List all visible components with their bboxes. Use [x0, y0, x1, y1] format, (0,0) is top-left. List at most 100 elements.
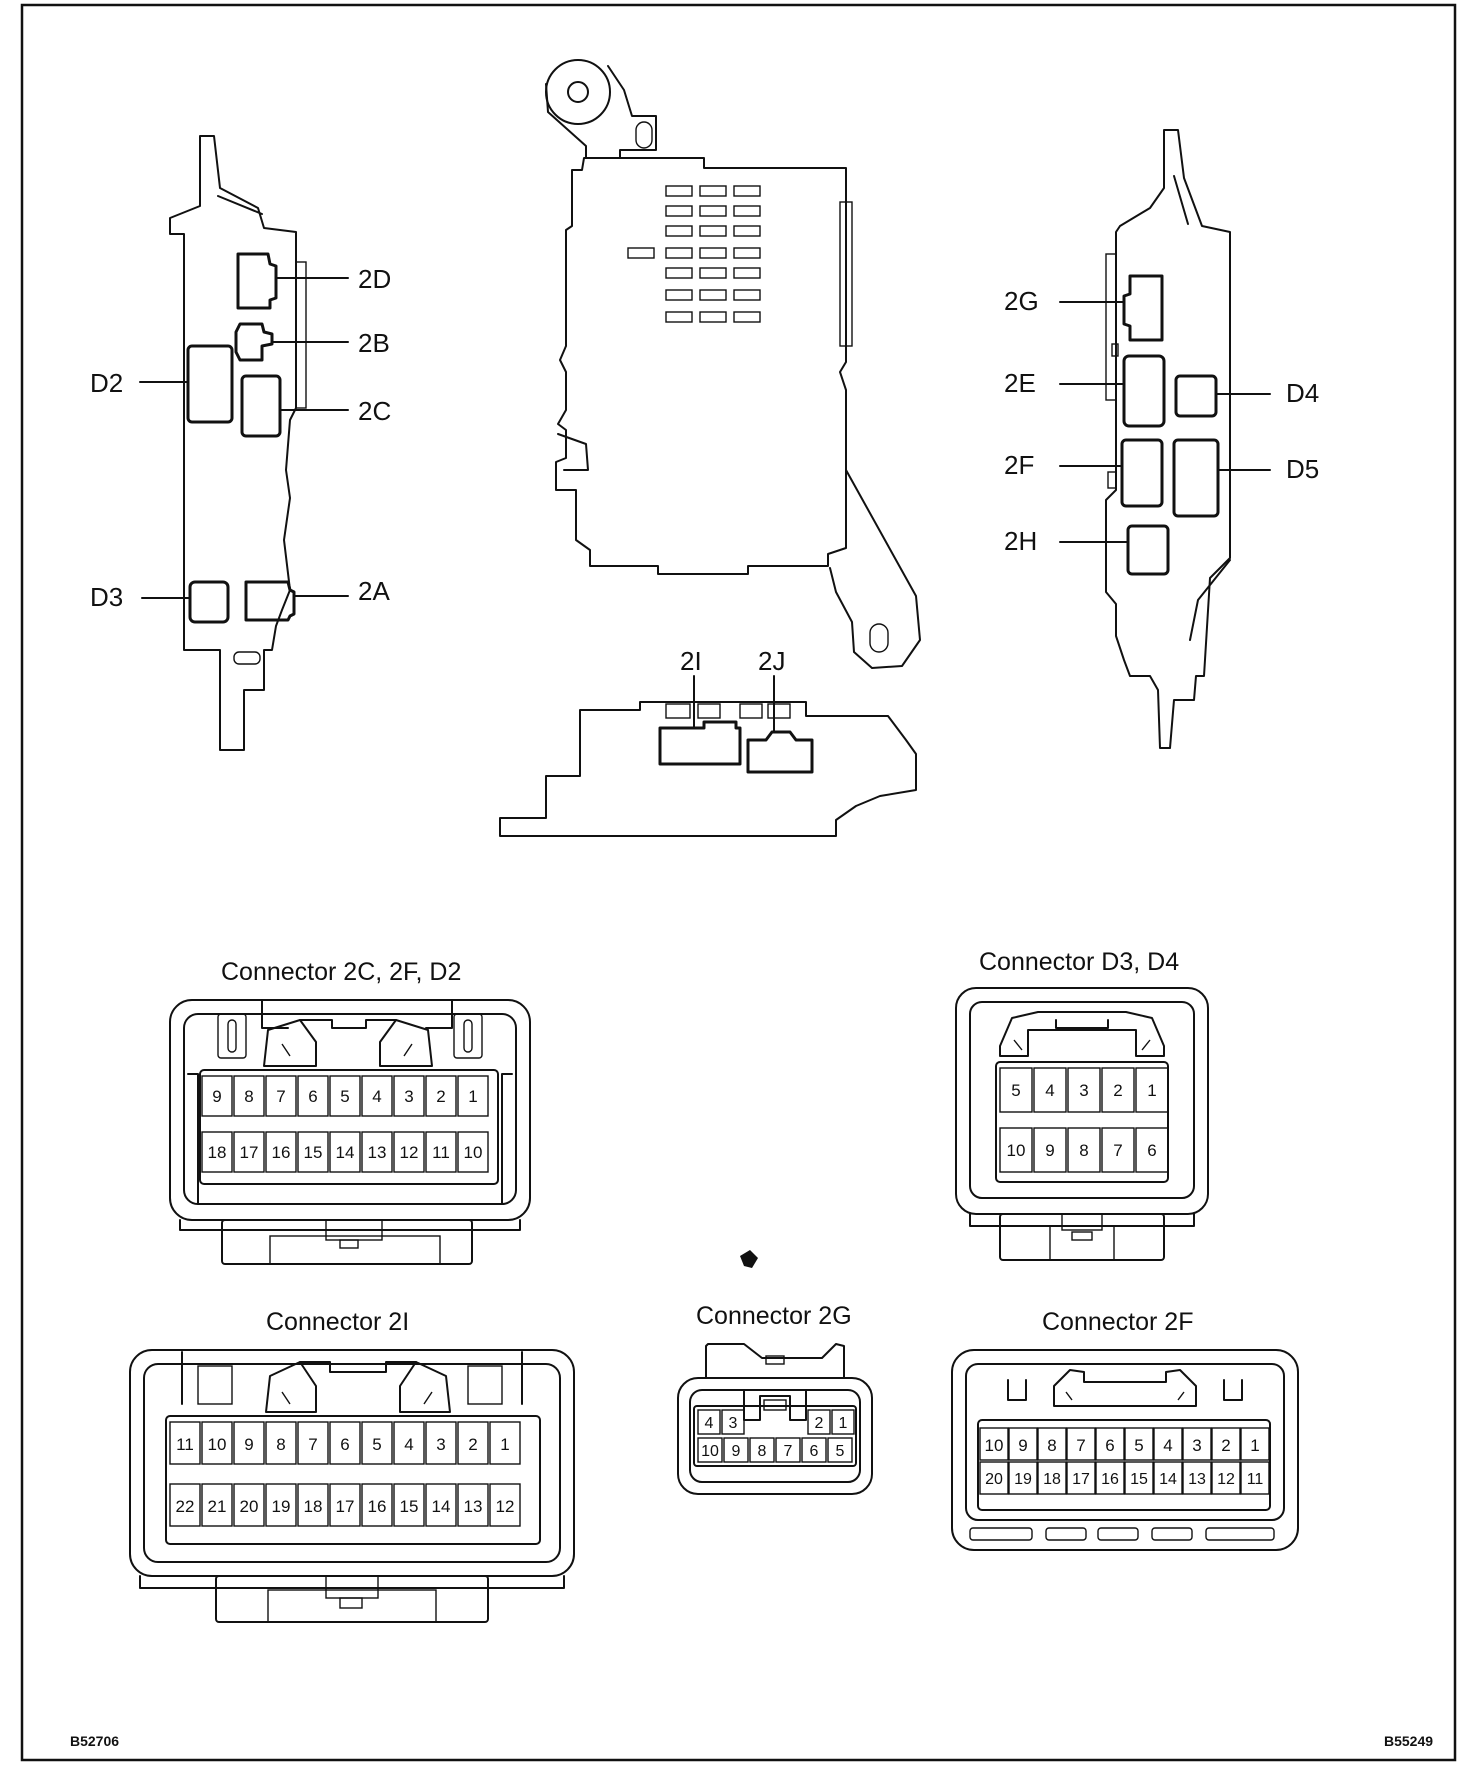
connector-title: Connector 2C, 2F, D2: [221, 958, 461, 986]
right-callouts: 2G 2E D4 2F D5 2H: [1004, 286, 1319, 556]
pin-label: 2: [436, 1087, 445, 1106]
pin-label: 10: [701, 1443, 719, 1460]
pin-label: 5: [372, 1435, 381, 1454]
pin-label: 19: [272, 1497, 291, 1516]
pin-label: 4: [372, 1087, 381, 1106]
pin-label: 8: [1047, 1436, 1056, 1455]
pin-label: 6: [810, 1443, 819, 1460]
pin-label: 15: [400, 1497, 419, 1516]
pin-label: 4: [1045, 1081, 1054, 1100]
pin-label: 15: [1130, 1471, 1148, 1488]
pin-label: 18: [1043, 1471, 1061, 1488]
pin-row-lower: 22 21 20 19 18 17 16 15 14 13 12: [169, 1483, 521, 1527]
pin-label: 1: [1147, 1081, 1156, 1100]
callout-d3: D3: [90, 582, 123, 612]
pin-label: 10: [1007, 1141, 1026, 1160]
pin-label: 10: [464, 1143, 483, 1162]
callout-2j: 2J: [758, 646, 785, 676]
pin-label: 2: [468, 1435, 477, 1454]
pin-label: 17: [240, 1143, 259, 1162]
pin-row-upper: 4 3 2 1: [697, 1409, 855, 1435]
pin-label: 16: [368, 1497, 387, 1516]
pin-label: 5: [836, 1443, 845, 1460]
pin-label: 17: [336, 1497, 355, 1516]
callout-2i: 2I: [680, 646, 702, 676]
pin-label: 9: [732, 1443, 741, 1460]
callout-2f: 2F: [1004, 450, 1034, 480]
pin-label: 16: [1101, 1471, 1119, 1488]
pin-label: 9: [1018, 1436, 1027, 1455]
pin-row-upper: 9 8 7 6 5 4 3 2 1: [201, 1075, 489, 1117]
callout-2b: 2B: [358, 328, 390, 358]
callout-2d: 2D: [358, 264, 391, 294]
pin-label: 6: [1147, 1141, 1156, 1160]
pin-label: 2: [1221, 1436, 1230, 1455]
pin-label: 12: [496, 1497, 515, 1516]
pin-label: 12: [400, 1143, 419, 1162]
connector-2c-2f-d2: Connector 2C, 2F, D2 9 8 7 6 5 4 3 2 1: [169, 958, 531, 1265]
pin-label: 13: [464, 1497, 483, 1516]
pin-label: 3: [1079, 1081, 1088, 1100]
connector-d3-d4: Connector D3, D4 5 4 3 2 1 10 9 8 7 6: [955, 948, 1209, 1261]
pin-label: 18: [208, 1143, 227, 1162]
right-junction-view: [1059, 129, 1271, 749]
callout-2e: 2E: [1004, 368, 1036, 398]
pin-label: 13: [368, 1143, 387, 1162]
pin-row-lower: 10 9 8 7 6 5: [697, 1437, 853, 1463]
pin-label: 8: [244, 1087, 253, 1106]
pin-label: 9: [244, 1435, 253, 1454]
pin-label: 5: [1134, 1436, 1143, 1455]
connector-title: Connector 2G: [696, 1302, 852, 1330]
pin-label: 10: [208, 1435, 227, 1454]
pin-label: 4: [404, 1435, 413, 1454]
diagram-frame: [20, 3, 1457, 1762]
connector-title: Connector D3, D4: [979, 948, 1179, 976]
pin-row-upper: 5 4 3 2 1: [999, 1067, 1169, 1113]
pin-row-lower: 18 17 16 15 14 13 12 11 10: [201, 1131, 489, 1173]
pin-label: 7: [1076, 1436, 1085, 1455]
pin-label: 8: [758, 1443, 767, 1460]
figure-code-right: B55249: [1384, 1733, 1433, 1749]
callout-d5: D5: [1286, 454, 1319, 484]
pin-row-upper: 10 9 8 7 6 5 4 3 2 1: [979, 1427, 1270, 1461]
pin-label: 1: [839, 1415, 848, 1432]
figure-code-left: B52706: [70, 1733, 119, 1749]
pin-label: 7: [276, 1087, 285, 1106]
pin-label: 7: [308, 1435, 317, 1454]
pin-label: 11: [432, 1143, 450, 1162]
callout-d2: D2: [90, 368, 123, 398]
pin-label: 14: [432, 1497, 451, 1516]
pin-label: 11: [176, 1435, 194, 1454]
pin-label: 14: [1159, 1471, 1177, 1488]
connector-title: Connector 2F: [1042, 1308, 1193, 1336]
left-junction-view: [139, 135, 349, 751]
connector-2g: Connector 2G 4 3 2 1 10 9 8 7 6 5: [677, 1302, 873, 1495]
fuse-slot-grid: [627, 185, 761, 323]
pin-label: 7: [784, 1443, 793, 1460]
pin-label: 20: [240, 1497, 259, 1516]
pin-label: 1: [1250, 1436, 1259, 1455]
pin-label: 8: [276, 1435, 285, 1454]
pin-row-lower: 20 19 18 17 16 15 14 13 12 11: [979, 1461, 1270, 1495]
pin-label: 19: [1014, 1471, 1032, 1488]
pin-label: 9: [1045, 1141, 1054, 1160]
connector-2i: Connector 2I 11 10 9 8 7 6 5 4 3 2 1: [129, 1308, 575, 1623]
callout-2c: 2C: [358, 396, 391, 426]
pin-label: 6: [340, 1435, 349, 1454]
pin-label: 8: [1079, 1141, 1088, 1160]
pin-row-upper: 11 10 9 8 7 6 5 4 3 2 1: [169, 1421, 521, 1465]
callout-2g: 2G: [1004, 286, 1039, 316]
pin-label: 4: [1163, 1436, 1172, 1455]
pin-label: 4: [705, 1415, 714, 1432]
connector-2f-footer-slots: [969, 1527, 1275, 1541]
pin-label: 10: [985, 1436, 1004, 1455]
pin-label: 12: [1217, 1471, 1235, 1488]
callout-2h: 2H: [1004, 526, 1037, 556]
pin-label: 6: [1105, 1436, 1114, 1455]
pin-label: 3: [436, 1435, 445, 1454]
pin-label: 22: [176, 1497, 195, 1516]
connector-2f: Connector 2F 10 9 8 7 6 5 4 3 2 1: [951, 1308, 1299, 1551]
pin-label: 20: [985, 1471, 1003, 1488]
pin-row-lower: 10 9 8 7 6: [999, 1127, 1169, 1173]
